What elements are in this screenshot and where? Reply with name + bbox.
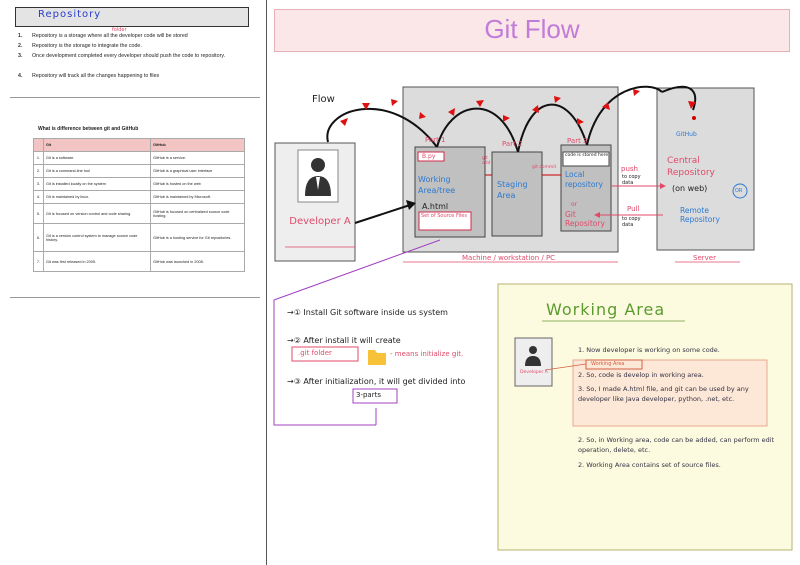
- ahtml-label: A.html: [422, 202, 449, 211]
- wa-line-4: 2. So, in Working area, code can be adde…: [578, 436, 775, 454]
- table-header-row: Git GitHub: [33, 138, 245, 152]
- source-files-label: Set of Source Files: [421, 213, 467, 219]
- note-1: →① Install Git software inside us system: [287, 308, 448, 317]
- repository-title: Repository: [38, 9, 102, 20]
- divider: [10, 297, 260, 298]
- wa-developer-label: Developer A: [520, 370, 548, 375]
- wa-highlight-box: [572, 359, 768, 427]
- parts-box: [352, 388, 398, 404]
- repo-point-4: 4. Repository will track all the changes…: [18, 73, 160, 79]
- vertical-divider: [266, 0, 267, 565]
- github-dot: [692, 116, 696, 120]
- note-3: →③ After initialization, it will get div…: [287, 377, 466, 386]
- person-icon: [525, 346, 541, 366]
- comparison-table: Git GitHub 1. Git is a software. GitHub …: [33, 138, 245, 272]
- working-area-title: Working Area: [546, 300, 666, 319]
- developer-label: Developer A: [289, 216, 351, 227]
- person-icon: [305, 158, 331, 196]
- remote-repo-label: Remote Repository: [680, 206, 720, 224]
- server-box: [656, 87, 755, 251]
- wa-line-2: 2. So, code is develop in working area.: [578, 371, 704, 379]
- git-folder-box: [291, 346, 359, 362]
- table-row: 3. Git is installed locally on the syste…: [33, 177, 245, 191]
- repository-title-box: [15, 7, 249, 27]
- wa-label-box: [585, 359, 643, 370]
- repo-point-3: 3. Once development completed every deve…: [18, 53, 226, 59]
- wa-line-5: 2. Working Area contains set of source f…: [578, 461, 721, 469]
- on-web-label: (on web): [672, 184, 708, 193]
- dev-arrow: [354, 204, 411, 224]
- source-files-box: [418, 211, 472, 231]
- part3-label: Part 3: [567, 137, 588, 145]
- server-label: Server: [693, 254, 716, 262]
- push-desc: to copy data: [622, 174, 641, 186]
- folder-annotation: folder: [112, 27, 127, 33]
- repo-point-2: 2. Repository is the storage to integrat…: [18, 43, 142, 49]
- wa-line-1: 1. Now developer is working on some code…: [578, 346, 720, 354]
- comparison-heading: What is difference between git and GitHu…: [38, 126, 139, 132]
- flow-arcs: [326, 85, 697, 153]
- code-stored-label: code is stored here: [565, 153, 609, 158]
- code-stored-box: [562, 151, 610, 167]
- title-box: [274, 9, 790, 52]
- column-header-git: Git: [42, 138, 152, 152]
- local-repo-label: Local repository: [565, 170, 603, 189]
- part2-box: [491, 151, 543, 237]
- pull-label: Pull: [627, 205, 640, 213]
- divider: [10, 97, 260, 98]
- machine-label: Machine / workstation / PC: [462, 254, 556, 262]
- repo-point-1: 1. Repository is a storage where all the…: [18, 33, 188, 39]
- bpy-label: B.py: [422, 153, 436, 160]
- note-2: →② After install it will create: [287, 336, 401, 345]
- git-repo-label: Git Repository: [565, 210, 605, 228]
- bpy-box: [417, 151, 445, 162]
- git-commit-label: git commit: [532, 165, 557, 170]
- git-add-label: git add: [482, 156, 491, 166]
- github-label: GitHub: [676, 131, 697, 138]
- part2-label: Part 2: [502, 140, 523, 148]
- table-row: 4. Git is maintained by linux. GitHub is…: [33, 190, 245, 204]
- parts-label: 3-parts: [356, 391, 381, 399]
- staging-area-label: Staging Area: [497, 180, 528, 200]
- or-circle-label: OR: [735, 188, 743, 194]
- means-label: - means initialize git.: [390, 350, 464, 358]
- flow-label: Flow: [312, 94, 335, 105]
- part1-label: Part 1: [425, 136, 446, 144]
- wa-line-3: 3. So, I made A.html file, and git can b…: [578, 385, 749, 403]
- wa-box-label: Working Area: [591, 361, 625, 367]
- folder-icon: [368, 350, 386, 365]
- or-label: or: [571, 201, 578, 208]
- notes-frame: [273, 239, 441, 426]
- working-area-label: Working Area/tree: [418, 175, 456, 195]
- or-circle: [732, 183, 748, 199]
- flow-arrowheads: [340, 89, 696, 126]
- table-row: 7. Git was first released in 2005. GitHu…: [33, 251, 245, 272]
- git-folder-label: .git folder: [298, 349, 332, 357]
- table-row: 6. Git is a version control system to ma…: [33, 223, 245, 252]
- push-label: push: [621, 165, 638, 173]
- pull-desc: to copy data: [622, 216, 641, 228]
- page-title: Git Flow: [484, 14, 580, 44]
- central-repo-label: Central Repository: [667, 156, 715, 178]
